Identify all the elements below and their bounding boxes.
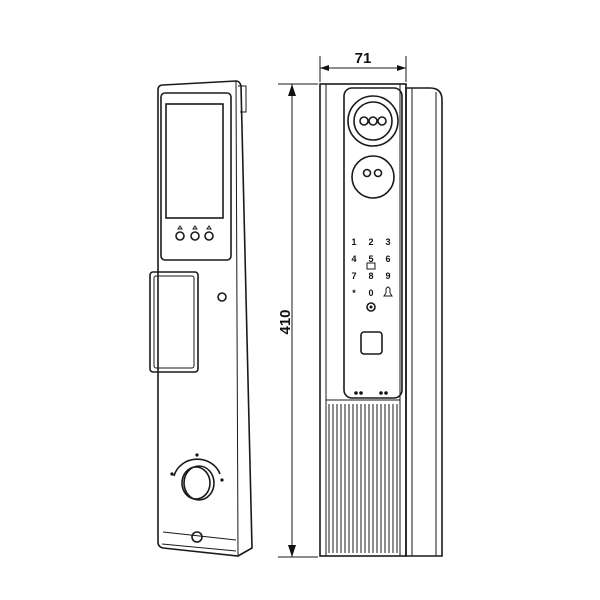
knob-icon xyxy=(170,453,224,501)
glass-panel xyxy=(343,87,403,399)
height-label: 410 xyxy=(277,309,294,334)
lock-front-view: 1 2 3 4 5 6 7 8 9 * 0 xyxy=(319,83,443,557)
indicator-dots xyxy=(354,391,388,395)
handle-cover xyxy=(149,271,199,373)
key-3[interactable]: 3 xyxy=(385,237,390,247)
sensor-icon xyxy=(351,155,395,199)
keypad: 1 2 3 4 5 6 7 8 9 * 0 xyxy=(351,237,393,312)
key-2[interactable]: 2 xyxy=(368,237,373,247)
bell-icon[interactable] xyxy=(383,286,393,297)
function-buttons xyxy=(175,225,214,241)
width-label: 71 xyxy=(355,50,372,67)
key-9[interactable]: 9 xyxy=(385,271,390,281)
key-0[interactable]: 0 xyxy=(368,288,373,298)
key-6[interactable]: 6 xyxy=(385,254,390,264)
screw-icon xyxy=(191,531,203,543)
width-dimension: 71 xyxy=(319,50,407,82)
key-7[interactable]: 7 xyxy=(351,271,356,281)
keyhole-icon xyxy=(217,292,227,302)
camera-icon xyxy=(347,95,399,147)
grille-fins xyxy=(328,404,398,553)
fingerprint-sensor-icon xyxy=(360,331,383,355)
lock-button-icon[interactable] xyxy=(366,302,376,312)
lock-front-perspective xyxy=(149,80,253,557)
screen xyxy=(165,103,224,219)
key-star[interactable]: * xyxy=(352,288,356,298)
key-8[interactable]: 8 xyxy=(368,271,373,281)
height-dimension: 410 xyxy=(277,83,318,558)
key-4[interactable]: 4 xyxy=(351,254,356,264)
key-1[interactable]: 1 xyxy=(351,237,356,247)
display-panel xyxy=(160,92,232,261)
front-panel xyxy=(319,83,407,557)
lock-icon xyxy=(366,262,376,270)
key-5[interactable]: 5 xyxy=(368,254,373,264)
